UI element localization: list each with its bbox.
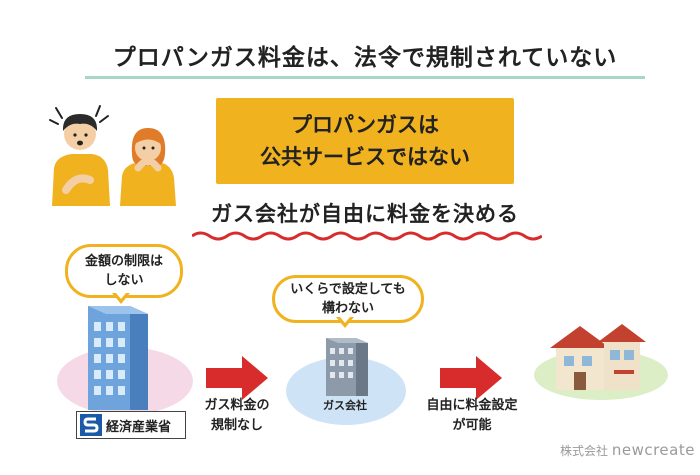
gas-bubble-tail [336,317,354,328]
title-underline [85,76,645,79]
arrow1-caption: ガス料金の 規制なし [184,396,290,436]
meti-bubble-tail [112,293,130,304]
arrow-right-icon [206,356,268,400]
gas-company-label: ガス会社 [323,399,367,412]
arrow1-caption-line-2: 規制なし [210,418,263,433]
gas-company-building-icon [326,338,368,396]
gas-bubble-line-1: いくらで設定しても [290,282,406,297]
subtitle: ガス会社が自由に料金を決める [211,202,519,226]
meti-logo-icon [80,414,102,436]
arrow2-caption-line-2: が可能 [452,418,492,433]
page-title: プロパンガス料金は、法令で規制されていない [112,45,618,71]
meti-speech-bubble: 金額の制限は しない [65,244,183,298]
footer-company-prefix: 株式会社 [560,444,609,458]
arrow1-caption-line-1: ガス料金の [204,398,270,413]
arrow2-caption-line-1: 自由に料金設定 [426,398,518,413]
arrow2-caption: 自由に料金設定 が可能 [412,396,532,436]
footer-brand: newcreate [611,441,695,459]
meti-label: 経済産業省 [106,419,172,435]
meti-bubble-line-2: しない [104,273,144,288]
arrow-right-icon [440,356,502,400]
footer-credit: 株式会社 newcreate [560,441,695,459]
worried-people-illustration [49,105,176,206]
meti-label-box: 経済産業省 [76,411,186,439]
meti-building-icon [88,306,148,410]
gas-company-speech-bubble: いくらで設定しても 構わない [272,275,424,323]
headline-line-1: プロパンガスは [290,113,440,137]
meti-bubble-line-1: 金額の制限は [84,254,163,269]
headline-line-2: 公共サービスではない [260,145,470,169]
headline-box: プロパンガスは 公共サービスではない [216,98,514,184]
house-icon [550,324,646,390]
wavy-underline [192,231,542,241]
gas-bubble-line-2: 構わない [321,301,374,316]
